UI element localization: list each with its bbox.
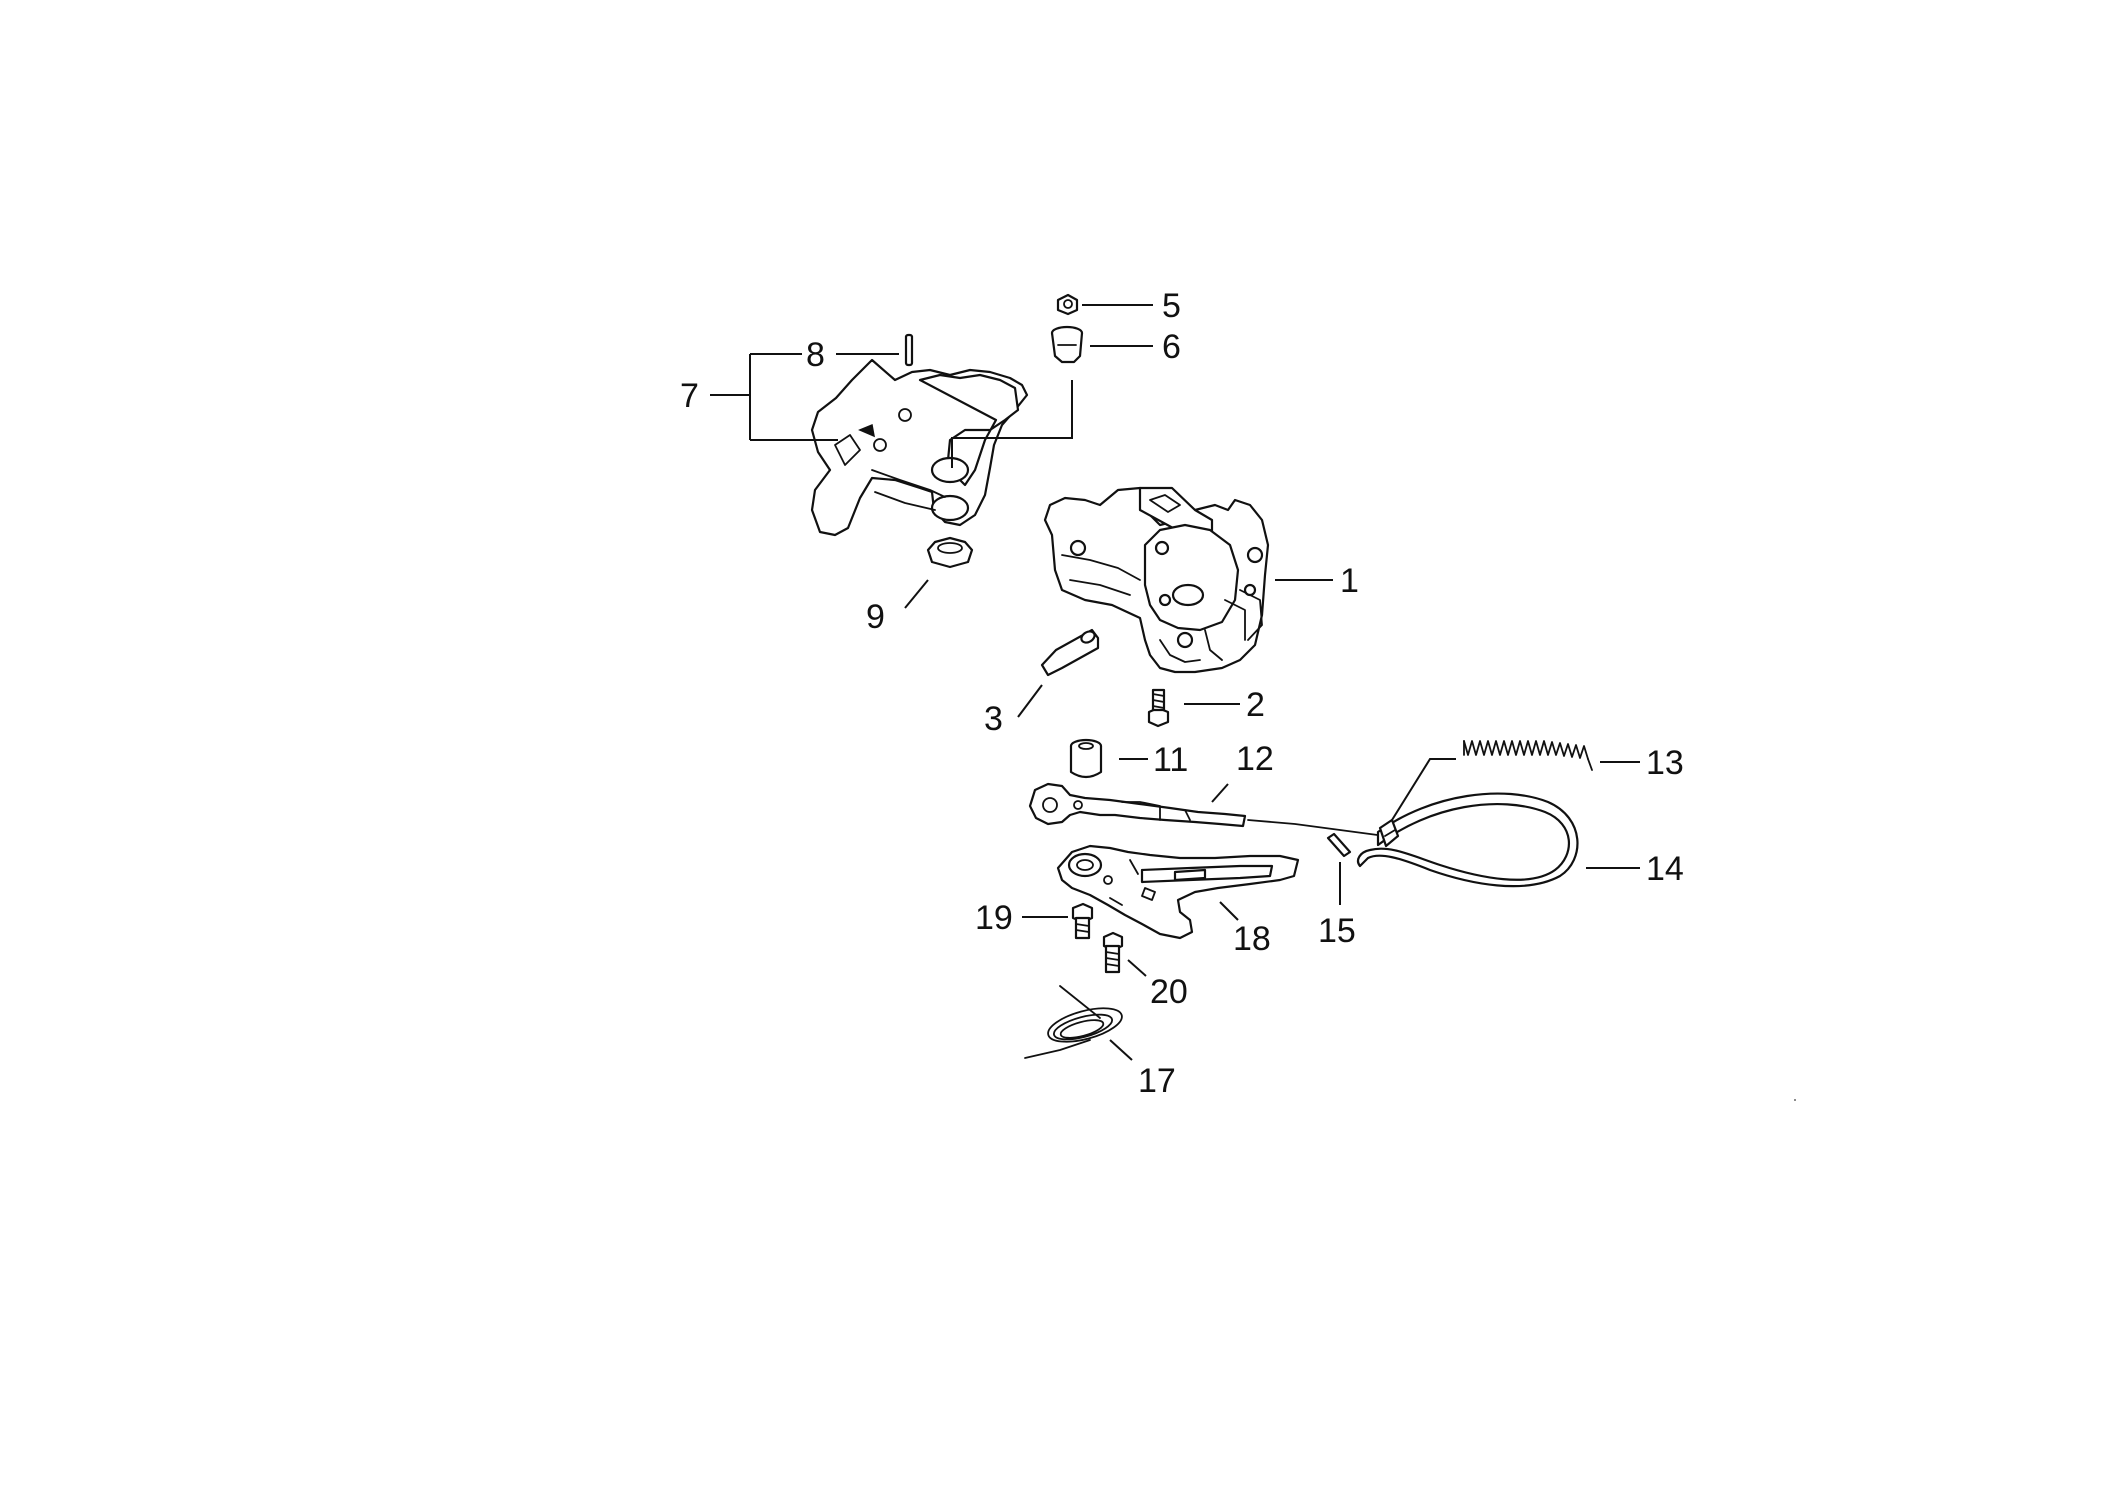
callout-6: 6 bbox=[1162, 328, 1181, 366]
part-7-bracket bbox=[810, 358, 1029, 537]
callout-12: 12 bbox=[1236, 740, 1274, 778]
stray-dot bbox=[1794, 1099, 1796, 1101]
part-19-screw bbox=[1071, 902, 1094, 940]
part-8-pin bbox=[904, 333, 914, 367]
part-20-screw bbox=[1102, 931, 1124, 974]
part-14-brake-band bbox=[1356, 792, 1579, 888]
callout-13: 13 bbox=[1646, 744, 1684, 782]
part-17-coil-spring bbox=[1024, 985, 1123, 1059]
callout-15: 15 bbox=[1318, 912, 1356, 950]
part-6-collar bbox=[1050, 325, 1084, 364]
part-11-sleeve bbox=[1069, 738, 1103, 779]
callout-8: 8 bbox=[806, 336, 825, 374]
part-1-housing bbox=[1043, 486, 1270, 674]
part-2-bolt bbox=[1147, 688, 1170, 728]
callout-7: 7 bbox=[680, 377, 699, 415]
leader-lines bbox=[710, 304, 1640, 1061]
callout-5: 5 bbox=[1162, 287, 1181, 325]
callout-1: 1 bbox=[1340, 562, 1359, 600]
part-12-lever bbox=[1028, 782, 1386, 837]
part-13-spring bbox=[1463, 740, 1593, 771]
callout-labels: 5 6 7 8 9 1 2 3 11 12 13 14 15 18 19 20 … bbox=[680, 287, 1684, 1100]
callout-18: 18 bbox=[1233, 920, 1271, 958]
part-3-spring-pin bbox=[1040, 628, 1100, 677]
callout-14: 14 bbox=[1646, 850, 1684, 888]
callout-19: 19 bbox=[975, 899, 1013, 937]
callout-17: 17 bbox=[1138, 1062, 1176, 1100]
callout-11: 11 bbox=[1153, 741, 1188, 779]
callout-9: 9 bbox=[866, 598, 885, 636]
callout-2: 2 bbox=[1246, 686, 1265, 724]
part-5-nut bbox=[1056, 293, 1079, 316]
callout-3: 3 bbox=[984, 700, 1003, 738]
part-9-nut bbox=[926, 536, 974, 569]
part-18-brake-plate bbox=[1056, 844, 1300, 940]
callout-20: 20 bbox=[1150, 973, 1188, 1011]
part-15-pin bbox=[1326, 832, 1352, 858]
